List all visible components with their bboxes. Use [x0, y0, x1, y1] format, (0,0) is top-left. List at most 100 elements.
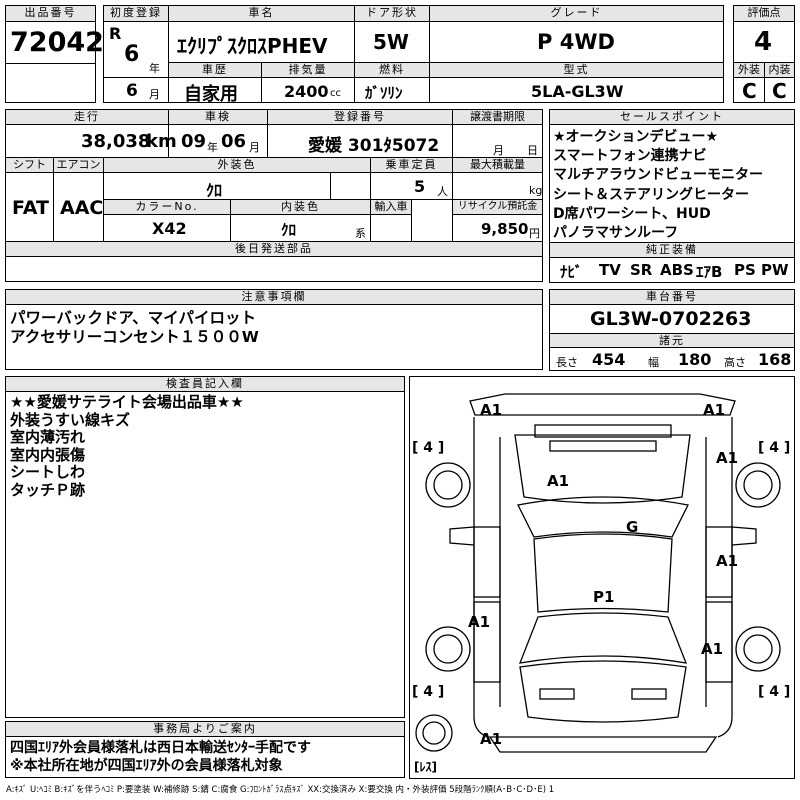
equip-navi: ﾅﾋﾞ — [560, 263, 583, 281]
right-mirror — [731, 526, 757, 546]
transfer-cell: 月 日 — [452, 124, 543, 158]
notes-list: パワーバックドア、マイパイロット アクセサリーコンセント１５００W — [10, 309, 259, 347]
interior-grade: C — [772, 79, 787, 103]
score: 4 — [754, 27, 773, 57]
lot-label: 出品番号 — [5, 5, 96, 22]
damage-front-left: A1 — [480, 401, 503, 419]
int-color: ｸﾛ — [281, 221, 297, 239]
recycle-cell: 9,850 円 — [452, 214, 543, 242]
shift-cell: FAT — [5, 172, 54, 242]
tyre-rr-inner — [743, 634, 773, 664]
model: 5LA-GL3W — [531, 82, 624, 101]
grade-cell: P 4WD — [429, 21, 724, 63]
lot-cell: 72042 — [5, 21, 104, 64]
door-label: ドア形状 — [354, 5, 430, 22]
specs-label: 諸元 — [549, 333, 795, 348]
note-line: パワーバックドア、マイパイロット — [10, 309, 256, 327]
import-extra — [411, 199, 453, 242]
rear-bumper — [488, 736, 718, 753]
ac-cell: AAC — [53, 172, 104, 242]
width-label: 幅 — [648, 356, 659, 369]
damage-right-front: A1 — [716, 449, 739, 467]
plate-cell: 愛媛 301ﾀ5072 — [267, 124, 453, 158]
exterior-grade: C — [742, 79, 757, 103]
damage-right-rear: A1 — [701, 640, 724, 658]
first-reg-year-unit: 年 — [149, 62, 160, 75]
sales-point: ★オークションデビュー★ — [553, 129, 719, 145]
tyre-fr-inner — [743, 470, 773, 500]
first-reg-year: 6 — [124, 42, 140, 67]
hood — [514, 434, 691, 504]
rear-plate — [539, 688, 575, 700]
int-color-cell: ｸﾛ 系 — [230, 214, 371, 242]
capacity-label: 乗車定員 — [370, 157, 453, 173]
equip-sr: SR — [630, 261, 653, 279]
inspector-line: タッチＰ跡 — [10, 480, 86, 499]
later-parts-cell — [5, 256, 543, 282]
lot-blank — [5, 63, 96, 103]
int-color-unit: 系 — [355, 227, 366, 240]
office-line: ※本社所在地が四国ｴﾘｱ外の会員様落札対象 — [10, 758, 283, 774]
transfer-month-unit: 月 — [493, 144, 504, 157]
first-reg-month: 6 — [126, 81, 138, 101]
office-label: 事務局よりご案内 — [5, 721, 405, 737]
sales-point: D席パワーシート、HUD — [553, 205, 711, 222]
color-no-cell: X42 — [103, 214, 231, 242]
length-label: 長さ — [556, 356, 578, 369]
right-side — [717, 417, 733, 738]
ext-color-extra — [330, 172, 371, 200]
office-box: 四国ｴﾘｱ外会員様落札は西日本輸送ｾﾝﾀｰ手配です ※本社所在地が四国ｴﾘｱ外の… — [5, 736, 405, 778]
damage-hood: A1 — [547, 472, 570, 490]
exterior-cell: C — [733, 77, 765, 103]
car-name-cell: ｴｸﾘﾌﾟｽｸﾛｽPHEV — [168, 21, 355, 63]
score-label: 評価点 — [733, 5, 795, 22]
displacement: 2400 — [284, 82, 329, 101]
int-color-label: 内装色 — [230, 199, 371, 215]
tyre-rr-tread: [ 4 ] — [758, 684, 791, 700]
inspection-label: 車検 — [168, 109, 268, 125]
model-cell: 5LA-GL3W — [429, 77, 724, 103]
office-list: 四国ｴﾘｱ外会員様落札は西日本輸送ｾﾝﾀｰ手配です ※本社所在地が四国ｴﾘｱ外の… — [10, 739, 311, 775]
car-outline-svg — [415, 393, 781, 753]
fuel-label: 燃料 — [354, 62, 430, 78]
front-bumper — [469, 393, 736, 416]
right-rear-door — [705, 601, 733, 683]
windshield — [517, 496, 689, 538]
first-reg-month-unit: 月 — [149, 88, 160, 101]
ext-color-cell: ｸﾛ — [103, 172, 331, 200]
inspector-label: 検査員記入欄 — [5, 376, 405, 392]
rear-plate-r — [631, 688, 667, 700]
tyre-fr — [735, 462, 781, 508]
inspection-cell: 09 年 06 月 — [168, 124, 268, 158]
recycle-unit: 円 — [529, 227, 540, 240]
left-mirror — [449, 526, 475, 546]
damage-right-door: A1 — [716, 552, 739, 570]
score-cell: 4 — [733, 21, 795, 63]
sales-points-label: セールスポイント — [549, 109, 795, 125]
inspection-month: 06 — [221, 131, 247, 152]
capacity: 5 — [414, 177, 426, 196]
tyre-rl — [425, 626, 471, 672]
sales-point: マルチアラウンドビューモニター — [553, 167, 763, 184]
grille-inner — [549, 440, 657, 452]
import-cell — [370, 214, 412, 242]
inspection-year: 09 — [181, 131, 207, 152]
height-label: 高さ — [724, 356, 746, 369]
ext-color: ｸﾛ — [206, 181, 223, 200]
shift-label: シフト — [5, 157, 54, 173]
tyre-spare-inner — [422, 721, 446, 745]
damage-front-right: A1 — [703, 401, 726, 419]
roof — [533, 533, 673, 613]
equip-tv: TV — [599, 261, 621, 279]
first-reg-label: 初度登録 — [103, 5, 169, 22]
fuel: ｶﾞｿﾘﾝ — [365, 84, 403, 102]
color-no: X42 — [152, 219, 187, 238]
model-label: 型式 — [429, 62, 724, 78]
plate: 愛媛 301ﾀ5072 — [308, 136, 440, 156]
left-front-door — [473, 526, 501, 598]
sales-point: シート＆ステアリングヒーター — [553, 186, 749, 203]
car-name: ｴｸﾘﾌﾟｽｸﾛｽPHEV — [177, 34, 328, 58]
history-cell: 自家用 — [168, 77, 262, 105]
car-name-label: 車名 — [168, 5, 355, 22]
equip-abs: ABS — [660, 261, 694, 279]
